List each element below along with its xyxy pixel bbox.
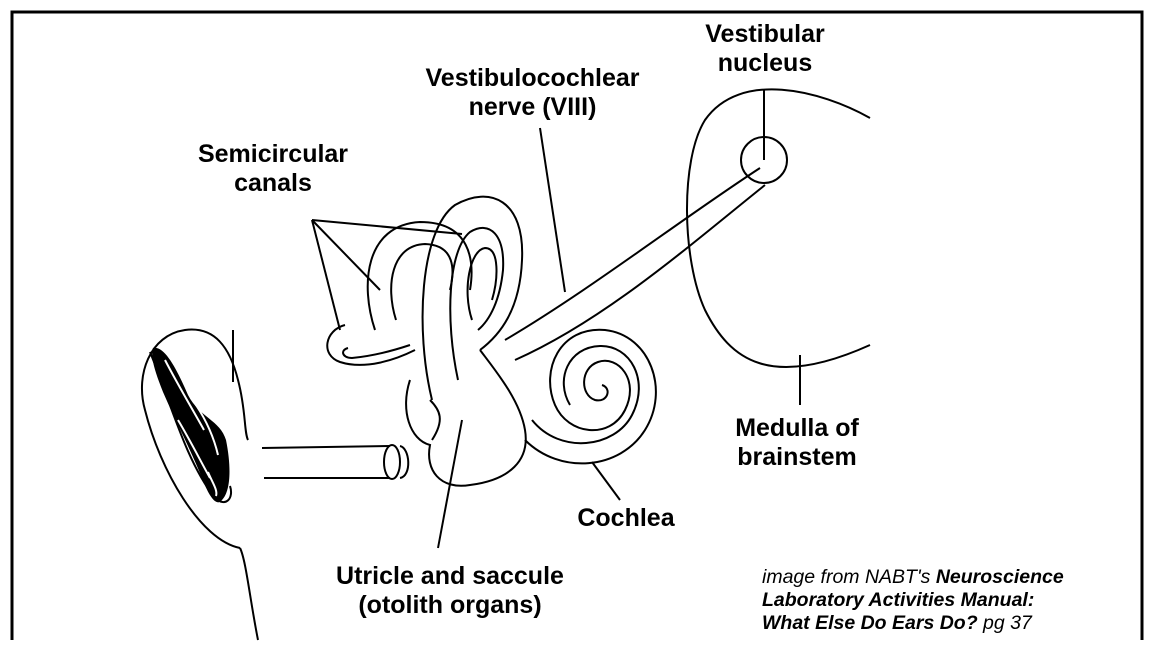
ear-canal-tube [262,445,408,479]
citation-title-2: Laboratory Activities Manual: [762,589,1034,611]
citation-title-3: What Else Do Ears Do? [762,612,978,634]
semicircular-canal-drawing [327,197,522,400]
cochlea-drawing [525,330,656,464]
label-vestibular-nucleus: Vestibular nucleus [690,20,840,78]
citation-suffix: pg 37 [978,612,1032,634]
nerve-drawing [505,168,765,360]
label-semicircular-canals: Semicircular canals [178,140,368,198]
vestibule-body [406,350,526,486]
label-vestibulocochlear-nerve: Vestibulocochlear nerve (VIII) [400,64,665,122]
citation-prefix: image from NABT's [762,566,936,588]
brainstem-drawing [687,89,870,367]
image-citation: image from NABT's Neuroscience Laborator… [762,566,1064,635]
label-medulla: Medulla of brainstem [712,414,882,472]
citation-title-1: Neuroscience [936,566,1064,588]
label-utricle-saccule: Utricle and saccule (otolith organs) [305,562,595,620]
label-cochlea: Cochlea [566,504,686,533]
ear-canal-shading [152,348,229,503]
leader-lines [312,90,800,548]
